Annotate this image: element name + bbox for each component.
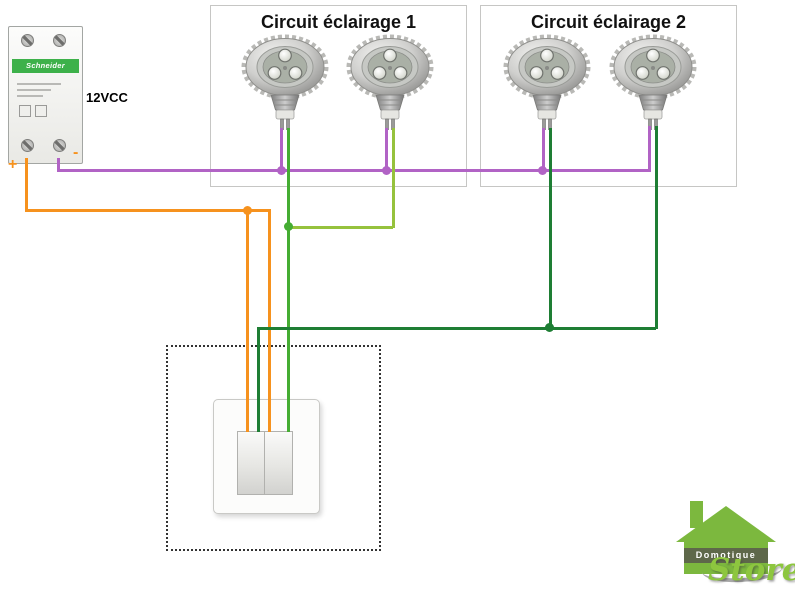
junction-orange-dot: [243, 206, 252, 215]
switch-rocker-left: [237, 431, 266, 495]
wire-orange-main-horizontal: [25, 209, 271, 212]
wire-green1-switch-vertical: [287, 128, 290, 400]
wire-green1-dotted: [287, 399, 290, 432]
logo-brand-label: Domotique: [684, 548, 768, 563]
wire-green2-bulb1-vertical: [549, 128, 552, 330]
junction-green2-dot: [545, 323, 554, 332]
junction-purple-dot-3: [538, 166, 547, 175]
screw-icon: [21, 139, 34, 152]
led-spot-bulb: [502, 34, 592, 131]
led-spot-bulb: [608, 34, 698, 131]
module-symbol-icon: [35, 105, 47, 117]
circuit2-title: Circuit éclairage 2: [530, 12, 687, 32]
screw-icon: [53, 139, 66, 152]
screw-icon: [53, 34, 66, 47]
led-spot-bulb: [240, 34, 330, 131]
wire-orange-branch-right-vertical: [268, 209, 271, 400]
switch-rocker-right: [264, 431, 293, 495]
wire-purple-circuit2-bulb2-dashed-drop: [648, 126, 651, 172]
voltage-label: 12VCC: [86, 90, 128, 105]
wire-green2-dotted: [257, 399, 260, 432]
wire-purple-psu-drop: [57, 158, 60, 172]
screw-icon: [21, 34, 34, 47]
wire-green1-bulb2-dashed-drop: [392, 128, 395, 228]
wire-green1-dashed-horizontal: [288, 226, 393, 229]
module-text-line: [17, 83, 61, 85]
circuit2-box: Circuit éclairage 2: [480, 5, 737, 187]
wire-orange-dotted-left: [246, 399, 249, 432]
logo: Domotique Store: [668, 498, 795, 590]
junction-purple-dot-1: [277, 166, 286, 175]
module-text-line: [17, 89, 51, 91]
wire-green2-main-horizontal: [257, 327, 552, 330]
house-roof-icon: [676, 506, 776, 542]
schneider-label: Schneider: [12, 59, 79, 73]
module-text-line: [17, 95, 43, 97]
wire-purple-circuit1-bulb1-drop: [280, 128, 283, 172]
junction-purple-dot-2: [382, 166, 391, 175]
wire-orange-branch-left-vertical: [246, 209, 249, 400]
polarity-minus-label: -: [73, 144, 79, 161]
polarity-plus-label: +: [8, 156, 18, 173]
circuit1-title: Circuit éclairage 1: [260, 12, 417, 32]
power-supply-module: Schneider: [8, 26, 83, 164]
switch-enclosure-dotted-box: [166, 345, 381, 551]
wire-purple-main-horizontal: [57, 169, 556, 172]
wire-purple-circuit2-bulb1-drop: [542, 128, 545, 172]
module-symbol-icon: [19, 105, 31, 117]
wire-green2-bulb2-dashed-drop: [655, 126, 658, 329]
wire-orange-dotted-right: [268, 399, 271, 432]
wire-purple-circuit2-dashed-horizontal: [556, 169, 649, 172]
wall-switch-plate: [213, 399, 320, 514]
wire-orange-psu-drop: [25, 158, 28, 212]
junction-green1-dot: [284, 222, 293, 231]
led-spot-bulb: [345, 34, 435, 131]
logo-store-text: Store: [708, 552, 795, 588]
circuit1-box: Circuit éclairage 1: [210, 5, 467, 187]
wire-green2-switch-vertical: [257, 327, 260, 400]
wire-green2-dashed-horizontal: [552, 327, 656, 330]
wire-purple-circuit1-bulb2-dashed-drop: [385, 128, 388, 172]
